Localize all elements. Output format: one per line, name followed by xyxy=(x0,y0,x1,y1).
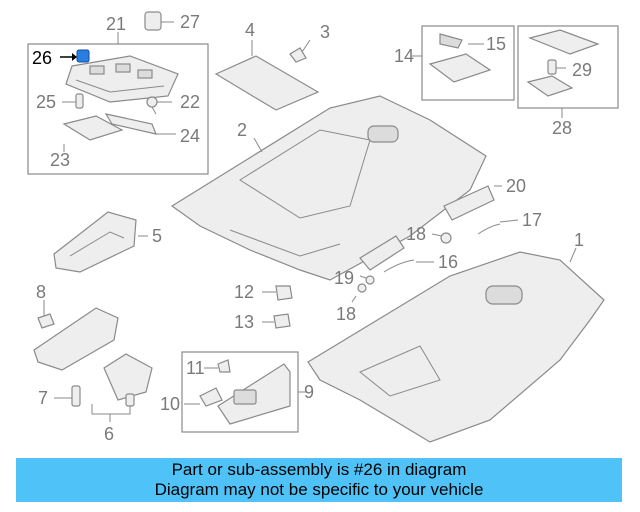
info-banner: Part or sub-assembly is #26 in diagram D… xyxy=(16,458,622,502)
callout-19: 19 xyxy=(334,268,354,288)
group-14-frame xyxy=(412,25,515,101)
callout-29: 29 xyxy=(572,60,592,80)
callout-6: 6 xyxy=(104,424,114,444)
banner-line-2: Diagram may not be specific to your vehi… xyxy=(154,480,484,499)
callout-17: 17 xyxy=(522,210,542,230)
callout-4: 4 xyxy=(245,20,255,40)
callout-22: 22 xyxy=(180,92,200,112)
callout-18a: 18 xyxy=(406,224,426,244)
part-12-clip xyxy=(262,285,293,301)
callout-24: 24 xyxy=(180,126,200,146)
callout-5: 5 xyxy=(152,226,162,246)
callout-2: 2 xyxy=(237,120,247,140)
callout-26: 26 xyxy=(32,48,52,68)
callout-23: 23 xyxy=(50,150,70,170)
callout-8: 8 xyxy=(36,282,46,302)
part-28-lamp xyxy=(526,29,600,97)
callout-10: 10 xyxy=(160,394,180,414)
banner-line-1: Part or sub-assembly is #26 in diagram xyxy=(171,460,467,479)
callout-12: 12 xyxy=(234,282,254,302)
group-28-frame xyxy=(517,25,619,118)
callout-1: 1 xyxy=(574,230,584,250)
group-21-frame xyxy=(27,32,209,175)
part-9-visor xyxy=(217,363,291,425)
part-17-handle xyxy=(477,219,519,235)
part-14-lamp xyxy=(428,33,492,83)
part-18-screw-a xyxy=(431,232,452,244)
part-25-bulb xyxy=(62,93,84,109)
part-19-bracket xyxy=(359,235,405,285)
callout-11: 11 xyxy=(186,358,205,378)
part-20-bracket xyxy=(443,185,502,221)
callout-21: 21 xyxy=(106,14,126,34)
part-5-bracket xyxy=(53,211,148,273)
callout-27: 27 xyxy=(180,12,200,32)
part-7-bolt xyxy=(54,385,81,407)
callout-3: 3 xyxy=(320,22,330,42)
group-9-frame xyxy=(181,351,306,433)
part-2-headliner xyxy=(170,95,487,281)
callout-15: 15 xyxy=(486,34,506,54)
part-26-highlighted xyxy=(60,49,90,63)
callout-28: 28 xyxy=(552,118,572,138)
callout-14: 14 xyxy=(394,46,414,66)
callout-20: 20 xyxy=(506,176,526,196)
part-22-screw xyxy=(146,96,172,115)
callout-18b: 18 xyxy=(336,304,356,324)
callout-16: 16 xyxy=(438,252,458,272)
callout-7: 7 xyxy=(38,388,48,408)
part-16-handle xyxy=(383,259,434,273)
callout-25: 25 xyxy=(36,92,56,112)
part-1-headliner xyxy=(307,247,605,443)
part-11-clip xyxy=(204,359,231,373)
part-10-bracket xyxy=(184,387,223,407)
part-24-lens xyxy=(104,113,176,135)
part-18-screw-b xyxy=(351,283,367,303)
part-23-lens xyxy=(62,115,124,152)
part-13-clip xyxy=(262,313,291,329)
part-4-panel xyxy=(214,40,320,111)
part-27-cap xyxy=(144,11,174,31)
overhead-console xyxy=(65,55,179,103)
part-6-block xyxy=(91,353,153,422)
part-8-bracket xyxy=(33,300,119,371)
callout-9: 9 xyxy=(304,382,314,402)
callout-13: 13 xyxy=(234,312,254,332)
part-3-clip xyxy=(289,39,311,63)
